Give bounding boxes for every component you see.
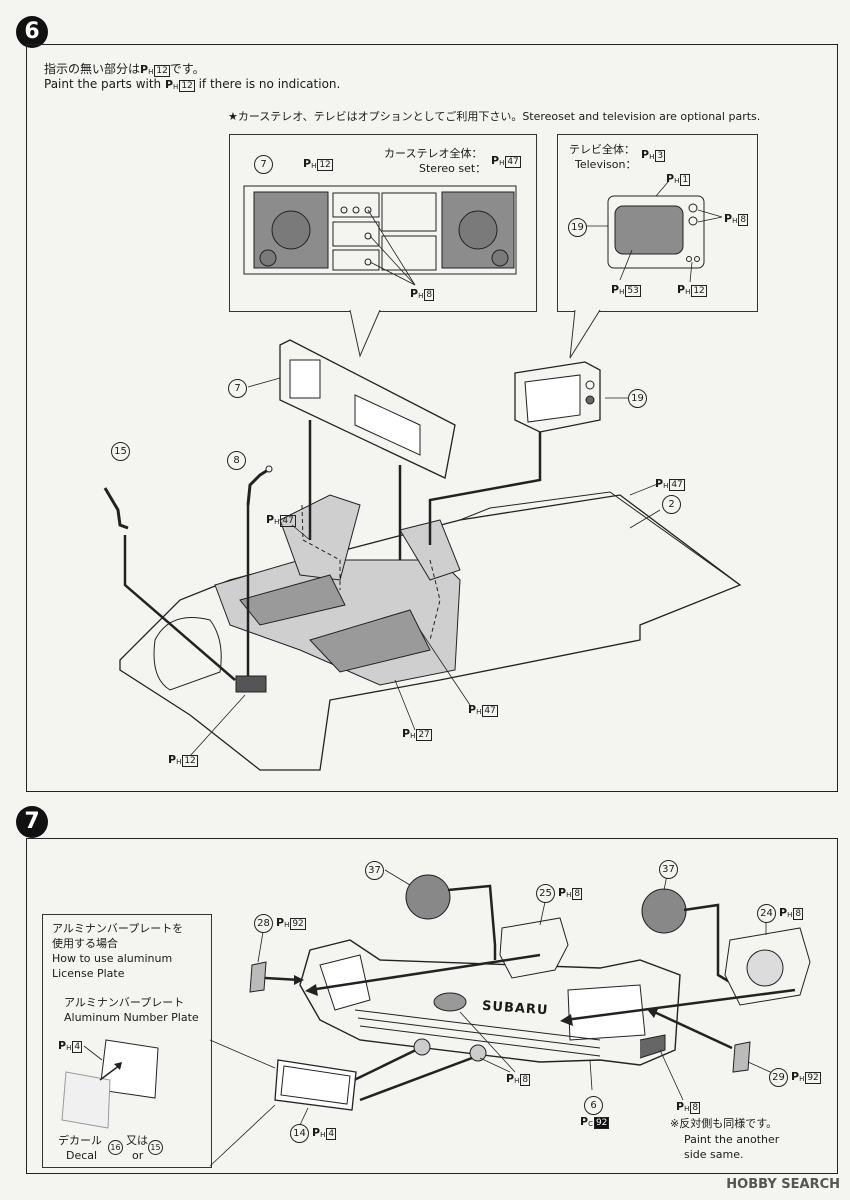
tv-label-en: Televison： [575, 158, 637, 171]
plate-title-en-1: How to use aluminum [52, 952, 173, 965]
note-en-1: Paint the another [684, 1133, 780, 1146]
decal-en: Decal [66, 1149, 98, 1162]
plate-title-en-2: License Plate [52, 967, 125, 980]
stereo-label-jp: カーステレオ全体： [384, 147, 483, 160]
note-jp: ※反対側も同様です。 [670, 1117, 778, 1130]
tv-label-jp: テレビ全体： [569, 143, 635, 156]
plate-title-jp-2: 使用する場合 [52, 937, 118, 950]
plate-title-jp-1: アルミナンバープレートを [52, 922, 184, 935]
tv-part-label: 19 [628, 389, 647, 408]
corner-left-part: 28 [254, 914, 273, 933]
step-7-badge: 7 [16, 806, 48, 838]
watermark: HOBBY SEARCH [726, 1177, 840, 1192]
stereo-label-en: Stereo set： [419, 162, 487, 175]
housing-left-part: 25 [536, 884, 555, 903]
antenna-left-part-label: 15 [111, 442, 130, 461]
decal-jp: デカール [58, 1134, 102, 1147]
step-6-badge: 6 [16, 16, 48, 48]
fog-right-part: 37 [659, 860, 678, 879]
step-7-number: 7 [24, 809, 40, 834]
decal-number-b: 15 [148, 1140, 163, 1155]
step-6-number: 6 [24, 19, 40, 44]
housing-right-part: 24 [757, 904, 776, 923]
floor-part-label: 2 [662, 495, 681, 514]
step-6-panel [26, 44, 838, 792]
stereo-part-label: 7 [228, 379, 247, 398]
stereo-part-number: 7 [254, 155, 273, 174]
decal-number-a: 16 [108, 1140, 123, 1155]
plate-part: 14 [290, 1124, 309, 1143]
note-en-2: side same. [684, 1148, 744, 1161]
plate-sub-jp: アルミナンバープレート [64, 996, 185, 1009]
antenna-mid-part-label: 8 [227, 451, 246, 470]
optional-note: ★カーステレオ、テレビはオプションとしてご利用下さい。Stereoset and… [228, 110, 761, 123]
step-7-panel [26, 838, 838, 1174]
corner-right-part: 29 [769, 1068, 788, 1087]
plate-sub-en: Aluminum Number Plate [64, 1011, 199, 1024]
or-jp: 又は [126, 1134, 148, 1147]
fog-left-part: 37 [365, 861, 384, 880]
or-en: or [132, 1149, 144, 1162]
bumper-part: 6 [584, 1096, 603, 1115]
tv-callout-part-number: 19 [568, 218, 587, 237]
plate-instruction-box [42, 914, 212, 1168]
